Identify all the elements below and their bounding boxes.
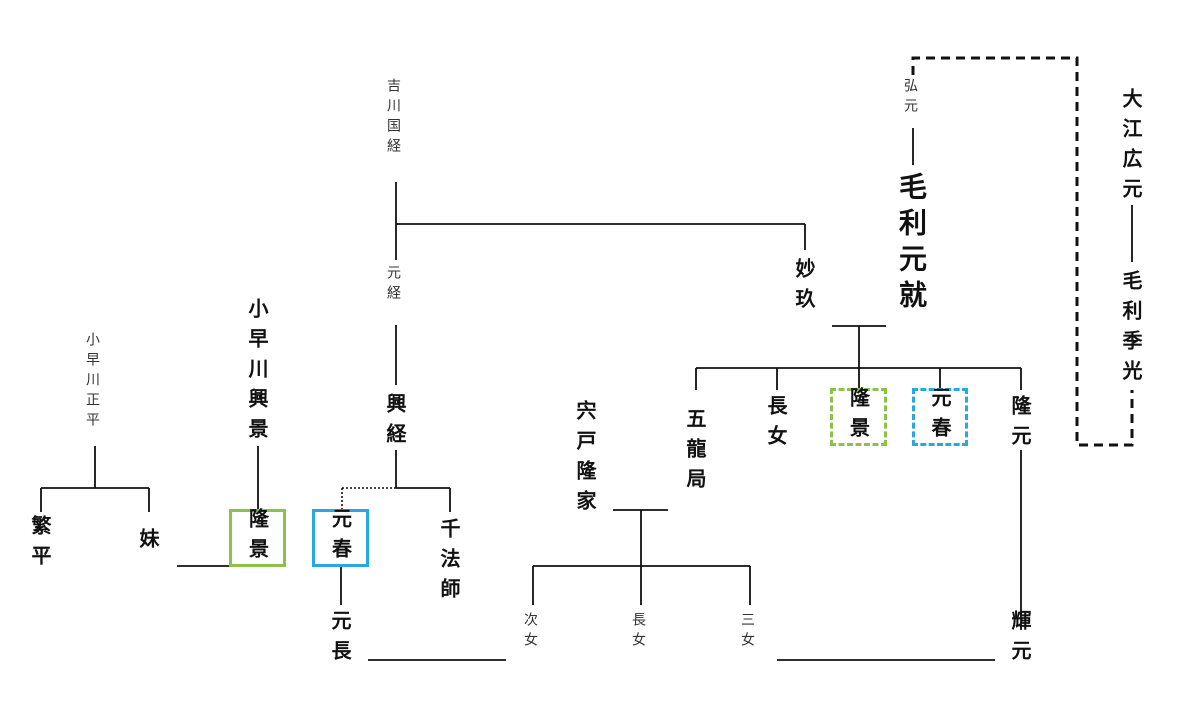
terumoto: 輝元 [1008, 610, 1032, 670]
motoharu-dashed-box: 元春 [912, 387, 968, 447]
jijo: 次女 [522, 612, 538, 652]
mori-motonari: 毛利元就 [895, 172, 928, 316]
mori-suemitsu: 毛利季光 [1119, 270, 1143, 390]
oe-hiromoto: 大江広元 [1119, 88, 1143, 208]
hiromoto: 弘元 [902, 78, 918, 118]
myokyu: 妙玖 [792, 258, 816, 318]
takakage-box: 隆景 [229, 508, 286, 568]
motsune: 元経 [385, 265, 401, 305]
sanjo: 三女 [739, 612, 755, 652]
chojo-mori: 長女 [764, 395, 788, 455]
kobayakawa-okikage: 小早川興景 [245, 298, 269, 448]
shishido-takaie: 宍戸隆家 [573, 400, 597, 520]
motonaga: 元長 [328, 610, 352, 670]
kikkawa-kunitsune: 吉川国経 [385, 78, 401, 158]
motoharu-dashed: 元春 [928, 387, 952, 447]
takakage-dashed: 隆景 [846, 387, 871, 447]
motoharu: 元春 [328, 508, 353, 568]
takakage: 隆景 [245, 508, 270, 568]
kobayakawa-masahira: 小早川正平 [84, 332, 100, 432]
okitsune: 興経 [383, 393, 407, 453]
chojo-shishido: 長女 [630, 612, 646, 652]
senhoshi: 千法師 [437, 518, 461, 608]
takakage-dashed-box: 隆景 [830, 387, 887, 447]
takamoto: 隆元 [1008, 395, 1032, 455]
goryu-tsubone: 五龍局 [683, 408, 707, 498]
motoharu-box: 元春 [312, 508, 369, 568]
imouto: 妹 [136, 528, 160, 558]
shigehira: 繁平 [28, 515, 52, 575]
